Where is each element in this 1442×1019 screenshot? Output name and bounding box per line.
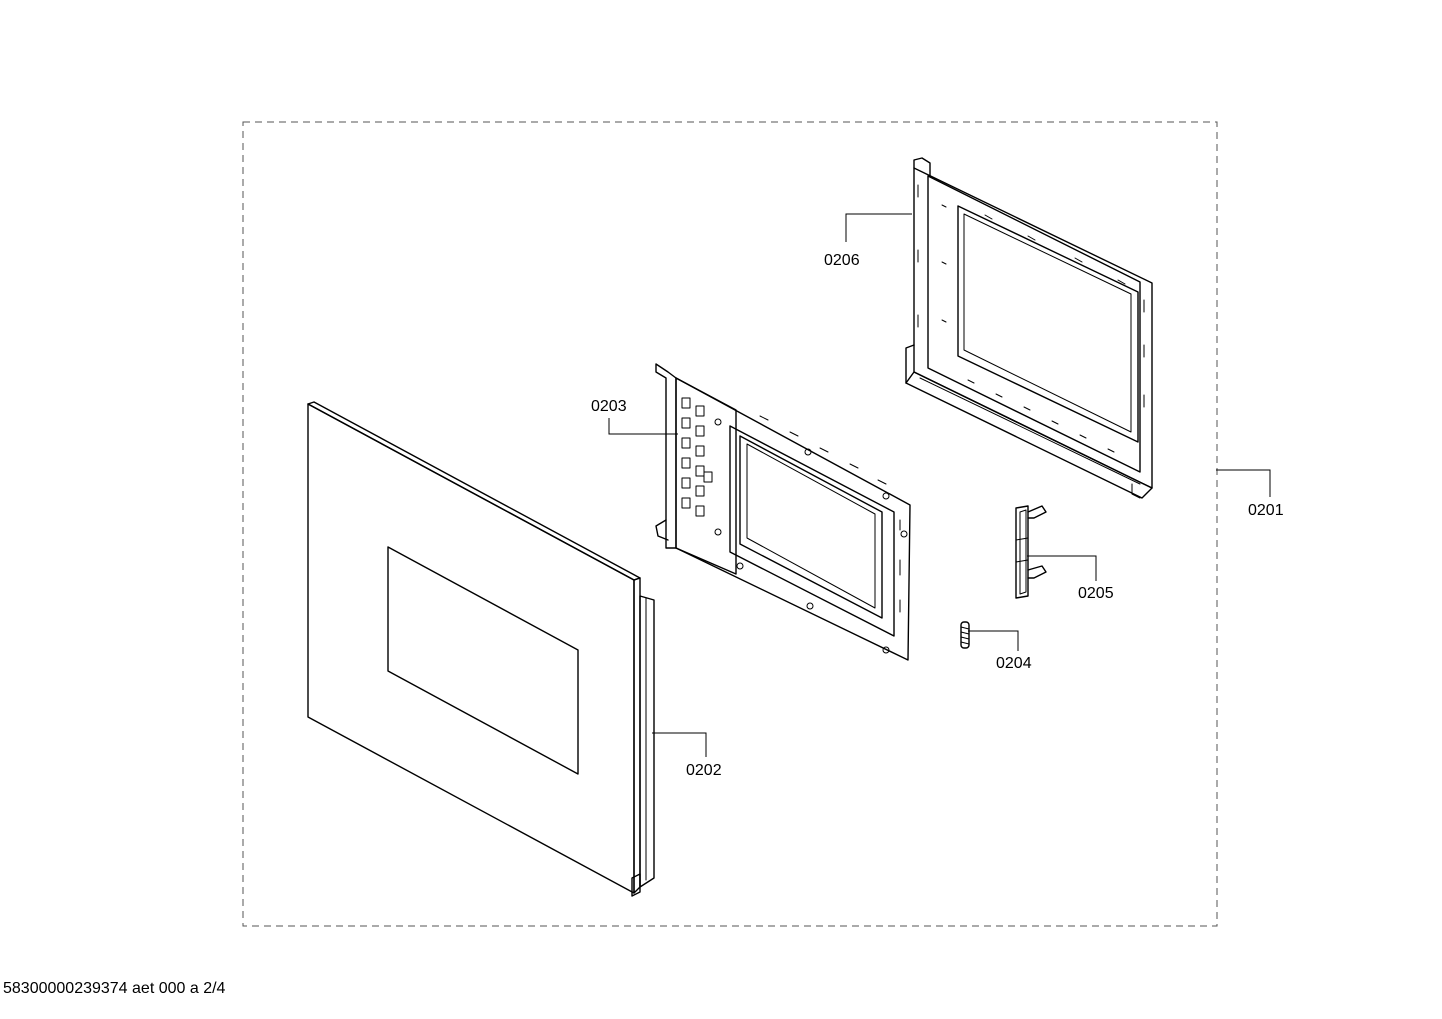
callout-0204: 0204 xyxy=(996,655,1032,672)
part-0202-front-door xyxy=(307,401,655,897)
part-0204-spring xyxy=(960,621,970,649)
leader-lines xyxy=(608,213,1271,757)
callout-0202: 0202 xyxy=(686,762,722,779)
callout-0205: 0205 xyxy=(1078,585,1114,602)
callout-0201: 0201 xyxy=(1248,502,1284,519)
document-id-footer: 58300000239374 aet 000 a 2/4 xyxy=(3,980,226,997)
callout-0203: 0203 xyxy=(591,398,627,415)
part-0205-hinge-bracket xyxy=(1015,505,1047,599)
part-0206-inner-frame xyxy=(905,157,1153,499)
assembly-boundary xyxy=(242,121,1218,927)
part-0203-inner-panel xyxy=(655,363,911,661)
callout-0206: 0206 xyxy=(824,252,860,269)
